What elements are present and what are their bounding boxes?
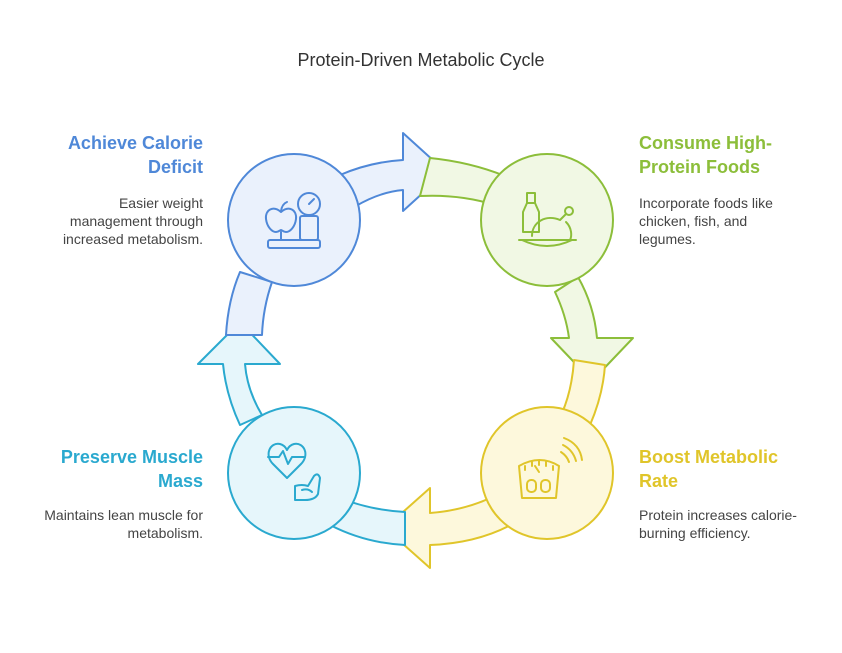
- heading-boost: Boost Metabolic Rate: [639, 447, 779, 491]
- arrow-left: [197, 321, 281, 426]
- heading-preserve: Preserve Muscle Mass: [60, 447, 203, 491]
- desc-boost: Protein increases calorie- burning effic…: [639, 507, 797, 541]
- circle-boost: [480, 406, 614, 540]
- smart-scale-icon: [518, 437, 583, 499]
- heading-consume: Consume High- Protein Foods: [639, 133, 772, 177]
- heading-achieve: Achieve Calorie Deficit: [67, 133, 203, 177]
- circle-preserve: [227, 406, 361, 540]
- page-title: Protein-Driven Metabolic Cycle: [297, 50, 545, 70]
- desc-preserve: Maintains lean muscle for metabolism.: [44, 507, 203, 541]
- circle-achieve: [227, 153, 361, 287]
- arrow-left-tail: [225, 271, 273, 336]
- heart-muscle-icon: [267, 442, 321, 501]
- desc-achieve: Easier weight management through increas…: [62, 195, 203, 247]
- chicken-bottle-icon: [518, 192, 577, 247]
- arrow-bottom: [384, 487, 517, 569]
- desc-consume: Incorporate foods like chicken, fish, an…: [639, 195, 773, 247]
- scale-apple-icon: [264, 192, 321, 249]
- circle-consume: [480, 153, 614, 287]
